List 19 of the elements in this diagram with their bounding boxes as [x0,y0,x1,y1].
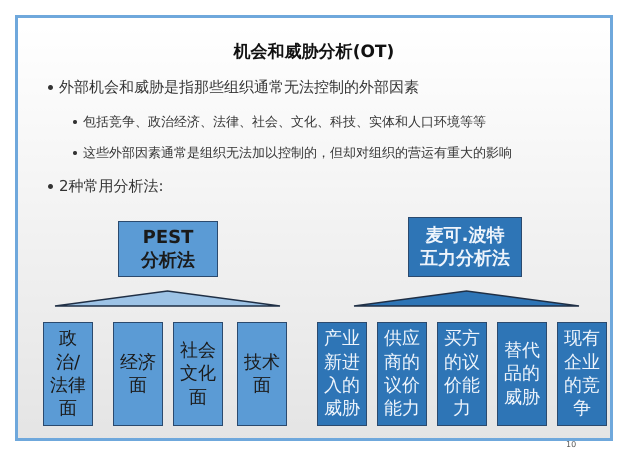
factor-box: 经济面 [113,322,163,426]
factor-box: 技术面 [237,322,287,426]
factor-box: 买方的议价能力 [437,322,487,426]
bracket-triangle [54,290,281,307]
method-box: 麦可.波特五力分析法 [408,217,522,277]
bullet-text: 2种常用分析法: [59,177,164,196]
factor-box: 替代品的威胁 [497,322,547,426]
bullet-text: 外部机会和威胁是指那些组织通常无法控制的外部因素 [59,78,419,97]
page-number: 10 [566,440,576,449]
method-box: PEST 分析法 [118,221,218,277]
bullet-text: 这些外部因素通常是组织无法加以控制的，但却对组织的营运有重大的影响 [83,145,512,162]
bullet-text: 包括竞争、政治经济、法律、社会、文化、科技、实体和人口环境等等 [83,114,486,131]
factor-box: 社会文化面 [173,322,223,426]
slide-title: 机会和威胁分析(OT) [232,41,396,63]
factor-box: 政治/法律面 [43,322,93,426]
factor-box: 产业新进入的威胁 [317,322,367,426]
factor-box: 现有企业的竞争 [557,322,607,426]
factor-box: 供应商的议价能力 [377,322,427,426]
bracket-triangle [353,290,580,307]
